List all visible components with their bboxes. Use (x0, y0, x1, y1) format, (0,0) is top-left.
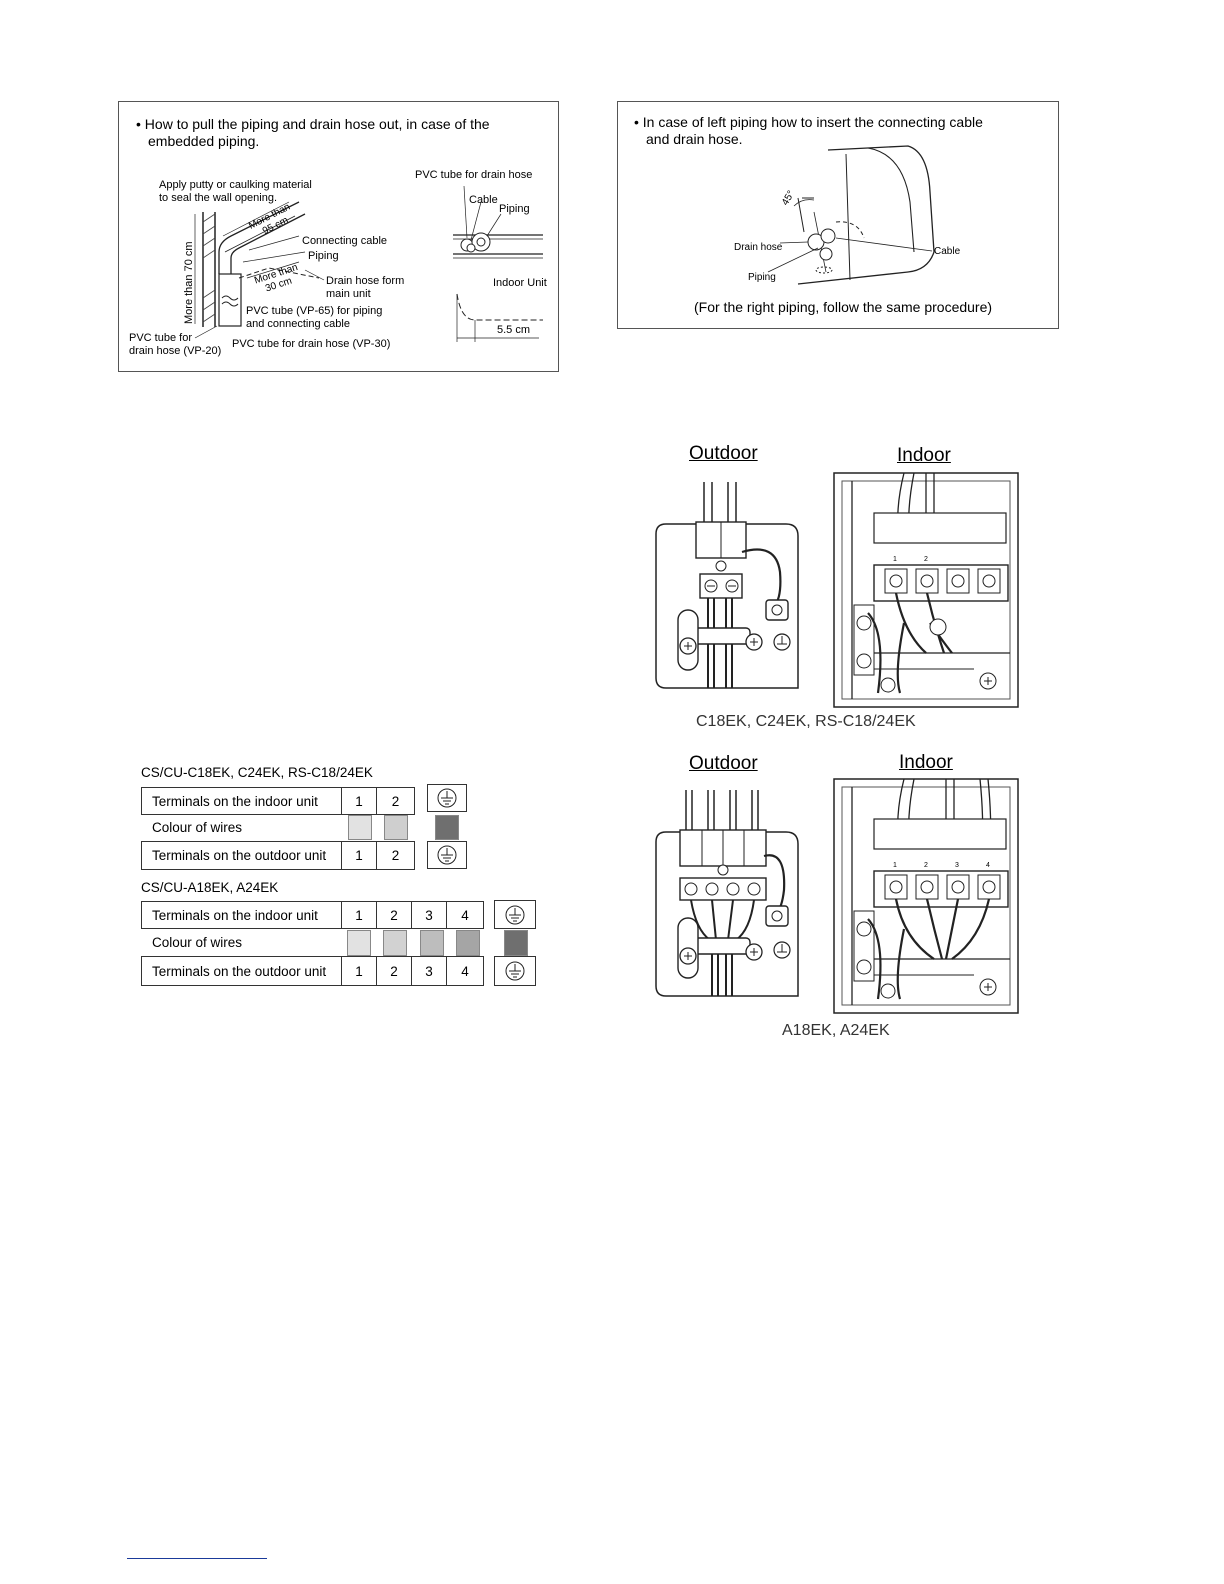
wiring-bottom-terminal-1: 1 (893, 862, 897, 869)
table1-wire-swatch-2 (384, 815, 408, 840)
earth-icon (505, 905, 525, 924)
pvc-vp20-line2: drain hose (VP-20) (129, 345, 222, 357)
piping-label: Piping (308, 250, 339, 262)
table1-outdoor-terminal-1: 1 (341, 841, 377, 870)
wiring-top-outdoor-heading: Outdoor (689, 443, 758, 464)
piping-bottom-label: Piping (748, 272, 776, 283)
drain-hose-form-line2: main unit (326, 288, 371, 300)
table2-wire-swatch-2 (383, 930, 407, 956)
connecting-cable-label: Connecting cable (302, 235, 388, 247)
table1-indoor-terminal-1: 1 (341, 787, 377, 815)
pvc-vp65-line2: and connecting cable (246, 318, 350, 330)
left-piping-panel: • In case of left piping how to insert t… (617, 101, 1059, 329)
table2-outdoor-earth (494, 956, 536, 986)
cable-label: Cable (469, 194, 498, 206)
wiring-bottom-caption: A18EK, A24EK (782, 1022, 890, 1039)
table2-outdoor-terminal-4: 4 (446, 956, 484, 986)
earth-icon (437, 788, 457, 808)
embedded-piping-panel: • How to pull the piping and drain hose … (118, 101, 559, 372)
wiring-bottom-indoor-diagram (833, 778, 1019, 1014)
pvc-vp30-label: PVC tube for drain hose (VP-30) (232, 338, 391, 350)
table1-outdoor-earth (427, 841, 467, 869)
table2-indoor-terminal-1: 1 (341, 901, 377, 929)
wiring-top-outdoor-diagram (655, 482, 799, 689)
wiring-bottom-terminal-2: 2 (924, 862, 928, 869)
drain-hose-form-line1: Drain hose form (326, 275, 405, 287)
table2-colour-label: Colour of wires (152, 935, 243, 950)
wiring-top-indoor-diagram (833, 472, 1019, 708)
wiring-top-caption: C18EK, C24EK, RS-C18/24EK (696, 713, 916, 730)
drain-hose-label: Drain hose (734, 242, 783, 253)
table1-colour-label: Colour of wires (152, 820, 243, 835)
table1-indoor-earth (427, 784, 467, 812)
wiring-bottom-indoor-heading: Indoor (899, 752, 953, 773)
table2-earth-swatch (504, 930, 528, 956)
table2-outdoor-terminal-1: 1 (341, 956, 377, 986)
indoor-unit-label: Indoor Unit (493, 277, 547, 289)
table1-outdoor-label: Terminals on the outdoor unit (141, 841, 342, 870)
earth-icon (437, 845, 457, 865)
cable-right-label: Cable (934, 246, 961, 257)
table2-indoor-terminal-4: 4 (446, 901, 484, 929)
pvc-drain-top-label: PVC tube for drain hose (415, 169, 533, 181)
wiring-bottom-terminal-3: 3 (955, 862, 959, 869)
footer-rule (127, 1558, 267, 1559)
table2-title: CS/CU-A18EK, A24EK (141, 880, 279, 895)
pvc-vp65-line1: PVC tube (VP-65) for piping (246, 305, 383, 317)
embedded-piping-heading-line1: • How to pull the piping and drain hose … (136, 116, 490, 132)
table2-wire-swatch-3 (420, 930, 444, 956)
wiring-top-indoor-heading: Indoor (897, 445, 951, 466)
wiring-top-terminal-1: 1 (893, 556, 897, 563)
embedded-piping-drawing (194, 185, 543, 342)
wiring-top-terminal-2: 2 (924, 556, 928, 563)
table2-indoor-terminal-2: 2 (376, 901, 412, 929)
table1-indoor-terminal-2: 2 (376, 787, 415, 815)
more-than-70-label: More than 70 cm (183, 241, 195, 324)
table1-earth-swatch (435, 815, 459, 840)
table1-title: CS/CU-C18EK, C24EK, RS-C18/24EK (141, 765, 373, 780)
table2-wire-swatch-4 (456, 930, 480, 956)
table1-wire-swatch-1 (348, 815, 372, 840)
putty-label-line2: to seal the wall opening. (159, 192, 278, 204)
pvc-vp20-line1: PVC tube for (129, 332, 192, 344)
piping-right-label: Piping (499, 203, 530, 215)
left-piping-heading-line2: and drain hose. (646, 131, 743, 147)
left-piping-heading-line1: • In case of left piping how to insert t… (634, 114, 983, 130)
right-piping-note: (For the right piping, follow the same p… (694, 299, 993, 315)
table2-wire-swatch-1 (347, 930, 371, 956)
wiring-bottom-outdoor-diagram (655, 790, 799, 997)
table2-indoor-terminal-3: 3 (411, 901, 447, 929)
table2-outdoor-terminal-2: 2 (376, 956, 412, 986)
dim-55-label: 5.5 cm (497, 324, 531, 336)
left-piping-drawing (767, 145, 935, 285)
earth-icon (505, 961, 525, 981)
table2-outdoor-label: Terminals on the outdoor unit (141, 956, 342, 986)
putty-label-line1: Apply putty or caulking material (159, 179, 312, 191)
table1-outdoor-terminal-2: 2 (376, 841, 415, 870)
table2-indoor-earth (494, 900, 536, 929)
table2-indoor-label: Terminals on the indoor unit (141, 901, 342, 929)
table2-outdoor-terminal-3: 3 (411, 956, 447, 986)
wiring-bottom-terminal-4: 4 (986, 862, 990, 869)
wiring-bottom-outdoor-heading: Outdoor (689, 753, 758, 774)
table1-indoor-label: Terminals on the indoor unit (141, 787, 342, 815)
embedded-piping-heading-line2: embedded piping. (148, 133, 260, 149)
